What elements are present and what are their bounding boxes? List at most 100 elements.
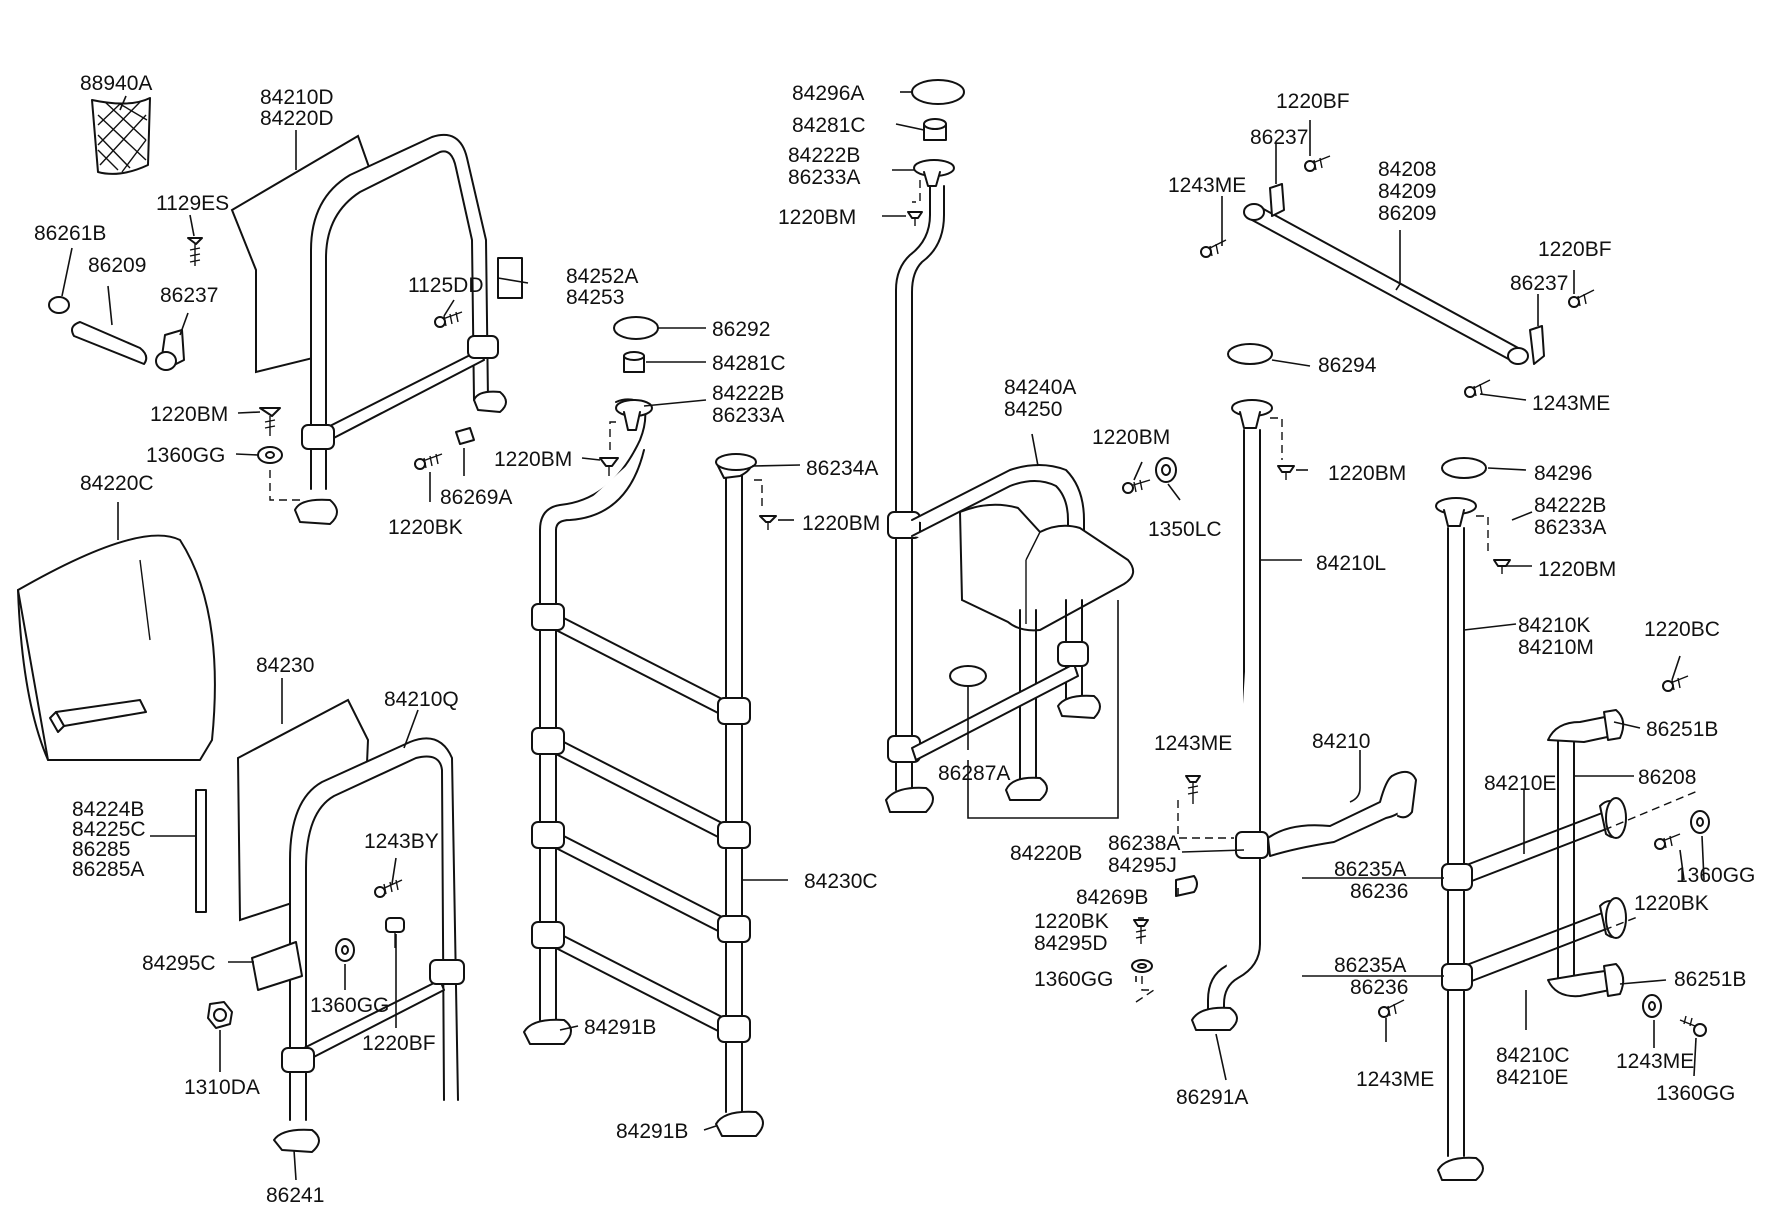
label-1243ME-d: 1243ME bbox=[1356, 1068, 1434, 1091]
label-1220BC: 1220BC bbox=[1644, 618, 1720, 641]
label-84210E-b: 84210E bbox=[1496, 1066, 1568, 1089]
label-1360GG-e: 1360GG bbox=[1656, 1082, 1735, 1105]
label-1220BM-d: 1220BM bbox=[778, 206, 856, 229]
label-86292: 86292 bbox=[712, 318, 770, 341]
label-86233A: 86233A bbox=[712, 404, 784, 427]
label-86235A: 86235A bbox=[1334, 858, 1406, 881]
label-86233A-c: 86233A bbox=[1534, 516, 1606, 539]
label-1220BM-b: 1220BM bbox=[494, 448, 572, 471]
label-1220BK-b: 1220BK bbox=[1034, 910, 1109, 933]
label-86294: 86294 bbox=[1318, 354, 1377, 377]
label-84209: 84209 bbox=[1378, 180, 1436, 203]
label-86285: 86285 bbox=[72, 838, 130, 861]
label-86235A-b: 86235A bbox=[1334, 954, 1406, 977]
label-86269A: 86269A bbox=[440, 486, 512, 509]
label-1125DD: 1125DD bbox=[408, 274, 484, 297]
label-86251B-b: 86251B bbox=[1674, 968, 1746, 991]
seat-back-frame-part bbox=[230, 133, 523, 525]
label-84220D: 84220D bbox=[260, 107, 334, 130]
label-84220B: 84220B bbox=[1010, 842, 1082, 865]
label-84208: 84208 bbox=[1378, 158, 1436, 181]
label-1220BK-c: 1220BK bbox=[1634, 892, 1709, 915]
label-1220BM-c: 1220BM bbox=[802, 512, 880, 535]
label-84296A: 84296A bbox=[792, 82, 864, 105]
label-1243BY: 1243BY bbox=[364, 830, 439, 853]
label-86261B: 86261B bbox=[34, 222, 106, 245]
label-86209: 86209 bbox=[88, 254, 146, 277]
label-84210C: 84210C bbox=[1496, 1044, 1570, 1067]
label-1310DA: 1310DA bbox=[184, 1076, 260, 1099]
label-84210K: 84210K bbox=[1518, 614, 1590, 637]
label-1129ES: 1129ES bbox=[156, 192, 229, 215]
pole-84210L-part bbox=[1131, 343, 1417, 1031]
label-86233A-b: 86233A bbox=[788, 166, 860, 189]
screw-washer-left-part bbox=[257, 407, 475, 501]
label-84222B-c: 84222B bbox=[1534, 494, 1606, 517]
label-1220BF-c: 1220BF bbox=[1538, 238, 1612, 261]
pole-84210K-part bbox=[1378, 457, 1710, 1181]
label-84210Q: 84210Q bbox=[384, 688, 459, 711]
label-1220BM-e: 1220BM bbox=[1092, 426, 1170, 449]
pole-seat-part bbox=[885, 79, 1177, 819]
label-84253: 84253 bbox=[566, 286, 624, 309]
label-84291B-b: 84291B bbox=[616, 1120, 688, 1143]
label-1220BM-f: 1220BM bbox=[1328, 462, 1406, 485]
label-1360GG: 1360GG bbox=[146, 444, 225, 467]
label-86237-c: 86237 bbox=[1510, 272, 1568, 295]
label-84281C-b: 84281C bbox=[792, 114, 866, 137]
label-1243ME-e: 1243ME bbox=[1616, 1050, 1694, 1073]
label-86285A: 86285A bbox=[72, 858, 144, 881]
label-84295J: 84295J bbox=[1108, 854, 1177, 877]
label-84224B: 84224B bbox=[72, 798, 144, 821]
part-labels: 88940A 84210D 84220D 1129ES 86261B 86209… bbox=[34, 72, 1755, 1207]
label-86241: 86241 bbox=[266, 1184, 324, 1207]
horizontal-bar-part bbox=[1200, 155, 1595, 398]
cap-pin-bracket-part bbox=[48, 237, 203, 371]
label-86208: 86208 bbox=[1638, 766, 1696, 789]
label-84210L: 84210L bbox=[1316, 552, 1386, 575]
label-1243ME-b: 1243ME bbox=[1532, 392, 1610, 415]
label-84240A: 84240A bbox=[1004, 376, 1076, 399]
label-1360GG-c: 1360GG bbox=[1034, 968, 1113, 991]
label-86236-b: 86236 bbox=[1350, 976, 1408, 999]
label-1243ME: 1243ME bbox=[1168, 174, 1246, 197]
label-84222B-b: 84222B bbox=[788, 144, 860, 167]
label-1360GG-b: 1360GG bbox=[310, 994, 389, 1017]
label-86251B: 86251B bbox=[1646, 718, 1718, 741]
label-84210: 84210 bbox=[1312, 730, 1370, 753]
label-84295D: 84295D bbox=[1034, 932, 1108, 955]
label-86209-b: 86209 bbox=[1378, 202, 1436, 225]
label-84291B: 84291B bbox=[584, 1016, 656, 1039]
label-1220BF-b: 1220BF bbox=[1276, 90, 1350, 113]
label-86291A: 86291A bbox=[1176, 1086, 1248, 1109]
label-86287A: 86287A bbox=[938, 762, 1010, 785]
label-84230C: 84230C bbox=[804, 870, 878, 893]
label-1350LC: 1350LC bbox=[1148, 518, 1222, 541]
label-84210E: 84210E bbox=[1484, 772, 1556, 795]
label-84222B: 84222B bbox=[712, 382, 784, 405]
label-84296: 84296 bbox=[1534, 462, 1592, 485]
label-86234A: 86234A bbox=[806, 457, 878, 480]
label-1220BM-g: 1220BM bbox=[1538, 558, 1616, 581]
lower-left-frame-part bbox=[195, 698, 465, 1153]
label-84269B: 84269B bbox=[1076, 886, 1148, 909]
side-cover-part bbox=[17, 534, 216, 761]
label-84225C: 84225C bbox=[72, 818, 146, 841]
label-84210M: 84210M bbox=[1518, 636, 1594, 659]
label-84230: 84230 bbox=[256, 654, 314, 677]
label-1360GG-d: 1360GG bbox=[1676, 864, 1755, 887]
net-pocket-part bbox=[91, 97, 151, 175]
label-86237: 86237 bbox=[160, 284, 218, 307]
label-84252A: 84252A bbox=[566, 265, 638, 288]
leader-lines bbox=[61, 91, 1705, 1181]
label-84295C: 84295C bbox=[142, 952, 216, 975]
label-1243ME-c: 1243ME bbox=[1154, 732, 1232, 755]
label-88940A: 88940A bbox=[80, 72, 152, 95]
label-86238A: 86238A bbox=[1108, 832, 1180, 855]
label-1220BF: 1220BF bbox=[362, 1032, 436, 1055]
label-86237-b: 86237 bbox=[1250, 126, 1308, 149]
label-86236: 86236 bbox=[1350, 880, 1408, 903]
label-84250: 84250 bbox=[1004, 398, 1062, 421]
ladder-part bbox=[523, 316, 777, 1137]
label-1220BK: 1220BK bbox=[388, 516, 463, 539]
